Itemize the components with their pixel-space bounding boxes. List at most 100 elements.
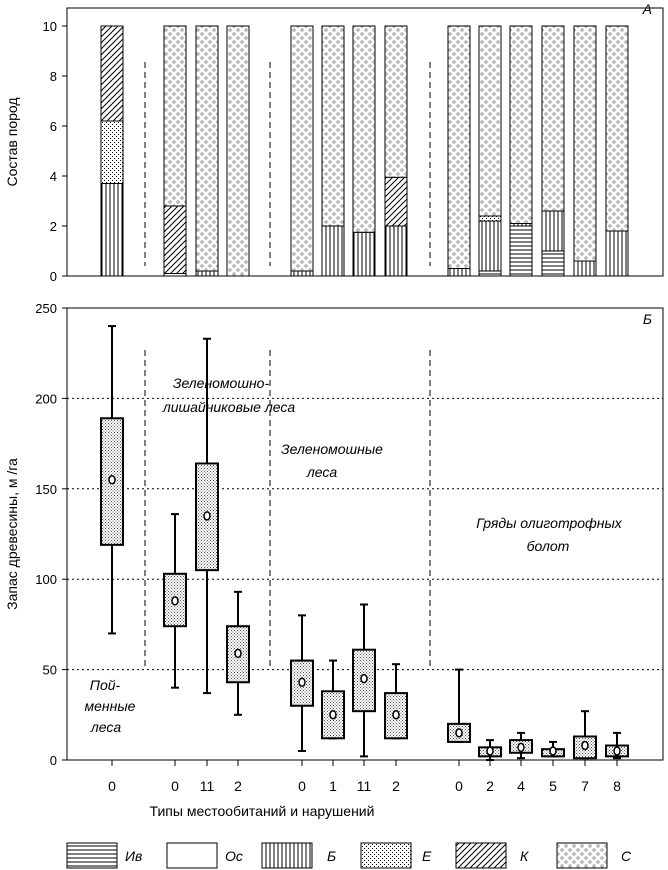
bar-segment-iv <box>541 250 565 277</box>
panel-b-y-axis-label: Запас древесины, м /га <box>4 458 20 610</box>
x-axis-label: Типы местообитаний и нарушений <box>150 803 375 819</box>
bar-segment-s <box>290 25 314 272</box>
panel-a-y-tick-label: 4 <box>50 169 57 184</box>
bar-segment-s <box>226 25 250 277</box>
bar-segment-s <box>605 25 629 232</box>
panel-b-boxes <box>100 325 629 761</box>
legend-swatch-iv <box>66 842 118 869</box>
bar-segment-b <box>290 270 314 277</box>
legend-swatch-s <box>556 842 608 869</box>
bar-segment-s <box>541 25 565 212</box>
box-median-marker <box>360 673 368 684</box>
group-label-floodplain-line-1: Пой- <box>90 677 121 693</box>
x-tick-label: 0 <box>171 778 179 794</box>
legend-swatch-os <box>166 842 218 869</box>
bar-segment-s <box>163 25 187 207</box>
legend-label-s: С <box>621 848 632 864</box>
legend-label-k: К <box>520 848 529 864</box>
bar-segment-k <box>163 205 187 274</box>
group-label-green-moss-line-2: леса <box>306 464 338 480</box>
bar-segment-s <box>478 25 502 217</box>
x-tick-label: 11 <box>357 778 372 794</box>
bar-segment-b <box>478 220 502 272</box>
box-median-marker <box>298 677 306 688</box>
legend: Ив Ос Б Е К С <box>66 842 632 869</box>
panel-a-y-tick-label: 0 <box>50 269 57 284</box>
x-tick-label: 5 <box>549 778 557 794</box>
panel-a: 0 2 4 6 8 10 А Состав пород <box>4 1 664 284</box>
x-tick-label: 2 <box>234 778 242 794</box>
panel-a-group-dividers <box>144 62 431 266</box>
x-tick-label: 11 <box>200 778 215 794</box>
bar-segment-s <box>321 25 345 227</box>
group-label-floodplain: Пой- менные леса <box>85 677 136 735</box>
panel-a-y-tick-label: 6 <box>50 119 57 134</box>
panel-a-y-axis-label: Состав пород <box>4 97 20 186</box>
x-tick-label: 2 <box>486 778 494 794</box>
bar-segment-b <box>321 225 345 277</box>
legend-item-iv: Ив <box>66 842 142 869</box>
legend-item-os: Ос <box>166 842 243 869</box>
bar-segment-s <box>509 25 533 224</box>
bar-segment-b <box>100 183 124 277</box>
box-median-marker <box>392 710 400 720</box>
x-tick-label: 0 <box>298 778 306 794</box>
group-label-bog-ridges-line-1: Гряды олиготрофных <box>476 515 623 531</box>
group-label-floodplain-line-2: менные <box>85 698 136 714</box>
box-median-marker <box>486 746 494 756</box>
group-label-green-moss-line-1: Зеленомошные <box>281 441 383 457</box>
bar-segment-iv <box>478 270 502 277</box>
box-median-marker <box>549 746 557 756</box>
box-median-marker <box>455 728 463 738</box>
panel-a-y-tick-label: 8 <box>50 69 57 84</box>
bar-segment-s <box>447 25 471 269</box>
bar-segment-e <box>478 215 502 222</box>
legend-item-b: Б <box>261 842 336 869</box>
group-label-bog-ridges-line-2: болот <box>527 538 570 554</box>
panel-a-y-ticks: 0 2 4 6 8 10 <box>43 19 67 284</box>
panel-a-y-tick-label: 10 <box>43 19 57 34</box>
panel-b-y-tick-label: 100 <box>35 572 57 587</box>
group-label-bog-ridges: Гряды олиготрофных болот <box>476 515 623 554</box>
panel-b-y-tick-label: 250 <box>35 301 57 316</box>
x-tick-label: 2 <box>392 778 400 794</box>
legend-swatch-e <box>360 842 412 869</box>
bar-segment-s <box>195 25 219 272</box>
bar-segment-s <box>352 25 376 233</box>
bar-segment-b <box>447 268 471 277</box>
box-median-marker <box>108 475 116 485</box>
box-median-marker <box>234 648 242 659</box>
panel-a-y-tick-label: 2 <box>50 219 57 234</box>
x-tick-label: 4 <box>517 778 525 794</box>
panel-b-group-dividers <box>144 350 431 668</box>
box-median-marker <box>329 710 337 720</box>
panel-a-letter: А <box>642 1 652 17</box>
legend-item-k: К <box>455 842 529 869</box>
bar-segment-b <box>195 270 219 277</box>
bar-segment-s <box>573 25 597 262</box>
group-label-green-moss-lichen: Зеленомошно- лишайниковые леса <box>162 375 296 415</box>
panel-b-gridlines <box>67 397 663 671</box>
x-tick-label: 1 <box>329 778 337 794</box>
panel-b-y-tick-label: 150 <box>35 482 57 497</box>
box-median-marker <box>613 746 621 756</box>
panel-b-y-tick-label: 0 <box>50 753 57 768</box>
box-median-marker <box>517 742 525 753</box>
bar-segment-k <box>100 25 124 122</box>
panel-b-frame <box>66 307 664 761</box>
bar-segment-s <box>384 25 408 178</box>
box-median-marker <box>171 596 179 606</box>
bar-segment-b <box>384 225 408 277</box>
legend-item-s: С <box>556 842 632 869</box>
legend-label-b: Б <box>327 848 336 864</box>
bar-segment-b <box>605 230 629 277</box>
legend-swatch-b <box>261 842 313 869</box>
x-tick-label: 0 <box>108 778 116 794</box>
x-tick-label: 0 <box>455 778 463 794</box>
legend-item-e: Е <box>360 842 432 869</box>
legend-label-e: Е <box>422 848 432 864</box>
